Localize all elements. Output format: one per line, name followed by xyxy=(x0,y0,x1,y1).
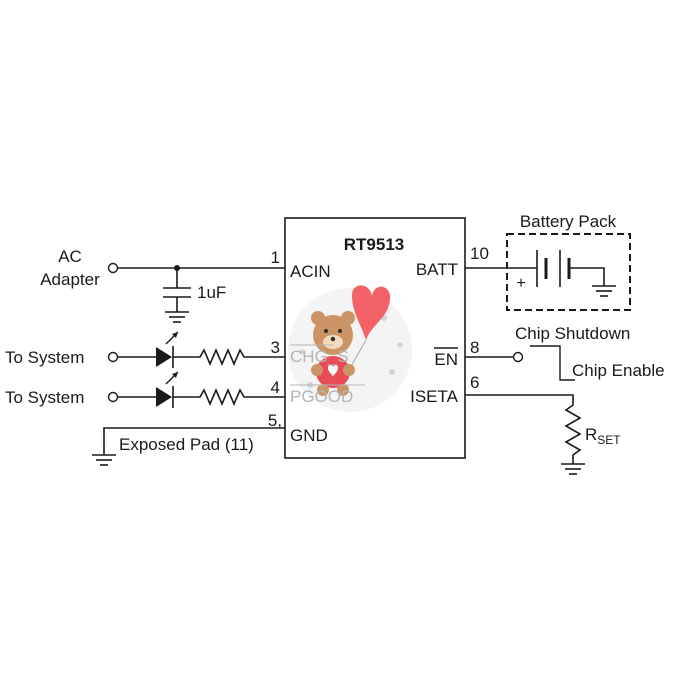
led-1 xyxy=(118,331,179,368)
battery-plus-sign: + xyxy=(516,275,525,292)
pin-gnd-name: GND xyxy=(290,426,328,445)
resistor-2 xyxy=(173,387,285,407)
rset-label: RSET xyxy=(585,425,621,447)
bear-heart-sticker xyxy=(288,285,412,412)
pin-iseta-name: ISETA xyxy=(410,387,459,406)
exposed-pad-label: Exposed Pad (11) xyxy=(119,435,254,454)
gnd-symbol-rset xyxy=(561,463,585,475)
enable-waveform xyxy=(530,345,575,381)
pin-1-number: 1 xyxy=(271,248,280,267)
pin-batt-name: BATT xyxy=(416,260,458,279)
ac-label-line2: Adapter xyxy=(40,270,100,289)
ac-label-line1: AC xyxy=(58,247,82,266)
chip-enable-label: Chip Enable xyxy=(572,361,665,380)
pin-8-number: 8 xyxy=(470,338,479,357)
to-system-label-2: To System xyxy=(5,388,84,407)
pin-10-number: 10 xyxy=(470,244,489,263)
gnd-symbol-left xyxy=(92,454,116,466)
led-2 xyxy=(118,371,179,408)
pin-pgood-name: PGOOD xyxy=(290,387,353,406)
input-capacitor xyxy=(163,268,191,323)
en-terminal xyxy=(512,351,524,363)
system-terminal-2 xyxy=(107,391,119,403)
ac-terminal xyxy=(107,262,119,274)
battery-cell xyxy=(536,250,605,287)
battery-pack-label: Battery Pack xyxy=(520,212,617,231)
chip-name: RT9513 xyxy=(344,235,404,254)
system-terminal-1 xyxy=(107,351,119,363)
pin-6-number: 6 xyxy=(470,373,479,392)
resistor-1 xyxy=(173,347,285,367)
pin-4-number: 4 xyxy=(271,378,280,397)
rset-resistor xyxy=(465,394,582,464)
battery-pack-box xyxy=(506,233,631,311)
ic-body xyxy=(284,217,466,459)
pin-en-name: EN xyxy=(434,350,458,369)
gnd-symbol-battery xyxy=(592,285,616,297)
capacitor-value: 1uF xyxy=(197,283,226,302)
pin-acin-name: ACIN xyxy=(290,262,331,281)
pin-chg-name: CHG_S xyxy=(290,347,349,366)
chip-shutdown-label: Chip Shutdown xyxy=(515,324,630,343)
to-system-label-1: To System xyxy=(5,348,84,367)
pin-3-number: 3 xyxy=(271,338,280,357)
pin-5-number: 5, xyxy=(268,411,282,430)
gnd-wire xyxy=(103,427,285,455)
